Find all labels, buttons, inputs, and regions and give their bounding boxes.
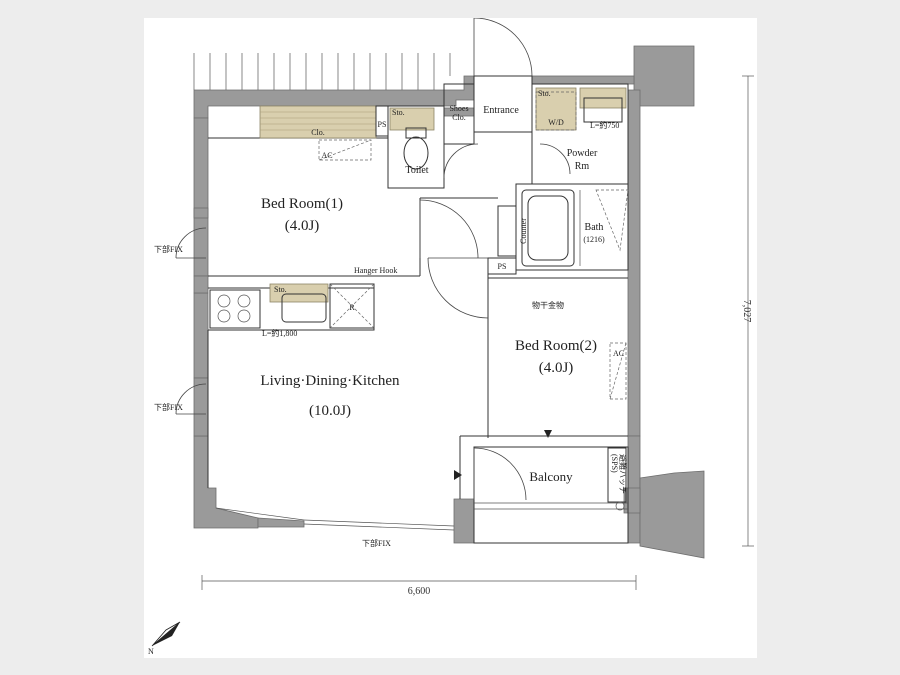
bath-size: (1216)	[583, 235, 605, 244]
sto-kitchen-label: Sto.	[274, 285, 287, 294]
ac-label: AC	[321, 151, 332, 160]
floor-plan: Bed Room(1) (4.0J) Bed Room(2) (4.0J) Li…	[148, 18, 754, 656]
balcony-label: Balcony	[529, 469, 573, 484]
width-dimension: 6,600	[408, 586, 431, 597]
hanger-hook-label: Hanger Hook	[354, 266, 397, 275]
compass-icon	[151, 621, 181, 647]
toilet-fixture	[389, 107, 435, 170]
wd-label: W/D	[548, 118, 564, 127]
ps1-label: PS	[378, 120, 387, 129]
ps2-label: PS	[498, 262, 507, 271]
shoes-label-2: Clo.	[452, 113, 466, 122]
bedroom1-label: Bed Room(1)	[261, 196, 343, 212]
counter-label: Counter	[519, 218, 528, 244]
powder-label-1: Powder	[567, 148, 598, 159]
bedroom2-label: Bed Room(2)	[515, 338, 597, 354]
fridge-label: R	[349, 303, 355, 312]
sto-powder-label: Sto.	[538, 89, 551, 98]
fix-left-label-2: 下部FIX	[154, 402, 183, 412]
walls	[193, 45, 705, 559]
hatch-label-1: 避難ハッチ	[618, 454, 628, 494]
kitchen-length-label: L=約1,800	[262, 328, 297, 338]
powder-fixtures	[535, 87, 627, 131]
compass-north-label: N	[148, 647, 154, 656]
powder-label-2: Rm	[575, 161, 590, 172]
ldk-label: Living·Dining·Kitchen	[260, 373, 400, 389]
hatch-label-2: (SPS)	[610, 454, 619, 473]
height-dimension: 7,027	[741, 300, 752, 323]
dimension-lines	[201, 75, 754, 590]
railing	[193, 53, 451, 90]
partitions	[207, 75, 629, 544]
kitchen	[209, 283, 375, 329]
toilet-label: Toilet	[405, 165, 428, 176]
sto-toilet-label: Sto.	[392, 108, 405, 117]
closet	[259, 105, 389, 139]
bedroom1-size: (4.0J)	[285, 218, 320, 234]
bath-label: Bath	[585, 222, 604, 233]
entrance-label: Entrance	[483, 105, 519, 116]
l750-label: L=約750	[590, 120, 619, 130]
doors	[175, 18, 571, 501]
laundry-hardware-label: 物干金物	[532, 300, 564, 310]
bedroom2-size: (4.0J)	[539, 360, 574, 376]
floor-plan-sheet: Bed Room(1) (4.0J) Bed Room(2) (4.0J) Li…	[144, 18, 757, 658]
fix-bottom-label: 下部FIX	[362, 538, 391, 548]
closet-label: Clo.	[311, 128, 325, 137]
ac2-label: AC	[613, 349, 624, 358]
fix-left-label-1: 下部FIX	[154, 244, 183, 254]
bathtub	[521, 189, 629, 267]
ldk-size: (10.0J)	[309, 403, 351, 419]
shoes-label-1: Shoes	[449, 104, 468, 113]
